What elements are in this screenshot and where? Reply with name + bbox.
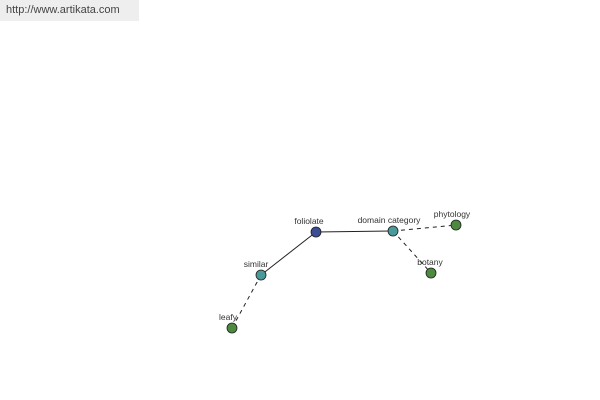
edge-domain-category-botany <box>392 230 432 274</box>
node-phytology[interactable] <box>450 219 462 231</box>
node-label-leafy[interactable]: leafy <box>219 312 238 322</box>
graph-nodes <box>226 219 462 334</box>
node-label-botany[interactable]: botany <box>417 257 443 267</box>
node-similar[interactable] <box>255 269 267 281</box>
node-label-foliolate[interactable]: foliolate <box>294 216 324 226</box>
node-domain-category[interactable] <box>387 225 399 237</box>
edge-domain-category-phytology <box>392 224 457 232</box>
edge-foliolate-domain-category <box>315 230 394 233</box>
edge-similar-leafy <box>231 274 262 329</box>
graph-edges <box>231 224 457 329</box>
edge-foliolate-similar <box>260 231 317 276</box>
node-foliolate[interactable] <box>310 226 322 238</box>
graph-labels: foliolate domain category phytology botany s… <box>219 209 471 322</box>
node-label-similar[interactable]: similar <box>244 259 269 269</box>
site-url-banner[interactable]: http://www.artikata.com <box>0 0 139 21</box>
node-leafy[interactable] <box>226 322 238 334</box>
node-botany[interactable] <box>425 267 437 279</box>
node-label-domain-category[interactable]: domain category <box>358 215 422 225</box>
node-label-phytology[interactable]: phytology <box>434 209 471 219</box>
